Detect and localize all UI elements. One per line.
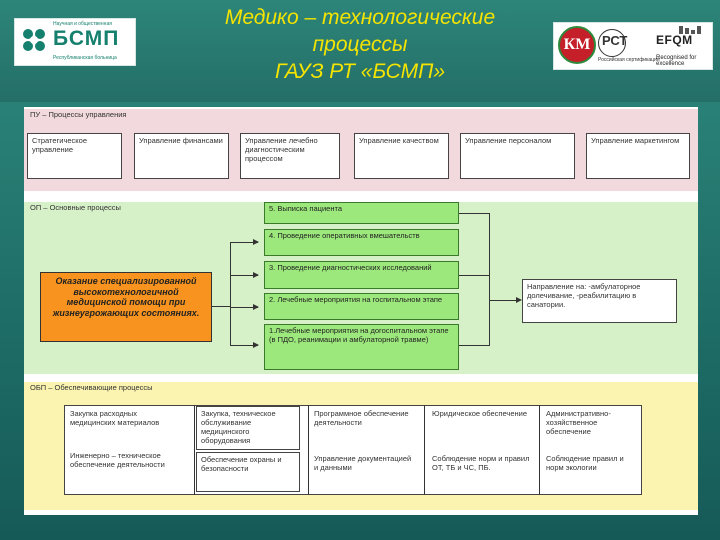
title-line-2: процессы	[312, 33, 408, 56]
support-item: Инженерно – техническое обеспечение деят…	[70, 451, 165, 469]
support-item: Юридическое обеспечение	[432, 409, 527, 418]
core-step-1: 1.Лечебные мероприятия на догоспитальном…	[264, 324, 459, 370]
management-item: Управление качеством	[354, 133, 449, 179]
title-line-1: Медико – технологические	[224, 6, 496, 29]
title-line-3: ГАУЗ РТ «БСМП»	[275, 60, 445, 83]
support-item: Соблюдение правил и норм экологии	[546, 454, 624, 472]
support-item: Административно-хозяйственное обеспечени…	[546, 409, 611, 436]
bars-icon	[679, 26, 709, 34]
support-item: Закупка расходных медицинских материалов	[70, 409, 160, 427]
management-item: Управление финансами	[134, 133, 229, 179]
column-divider	[308, 405, 309, 495]
highlight-box: Оказание специализированной высокотехнол…	[40, 272, 212, 342]
support-item: Программное обеспечение деятельности	[314, 409, 409, 427]
core-step-4: 4. Проведение оперативных вмешательств	[264, 229, 459, 256]
logo-bottom-caption: Республиканская больница	[53, 55, 117, 61]
connector-line	[459, 275, 489, 276]
core-step-3: 3. Проведение диагностических исследован…	[264, 261, 459, 289]
core-step-2: 2. Лечебные мероприятия на госпитальном …	[264, 293, 459, 320]
core-label: ОП – Основные процессы	[30, 203, 121, 212]
efqm-caption: Recognised for excellence	[656, 55, 697, 67]
connector-line	[230, 275, 258, 276]
logo-top-caption: Научная и общественная	[53, 21, 112, 27]
connector-line	[459, 213, 489, 214]
certification-logos: КМ РСТ Российская сертификация EFQM Reco…	[553, 22, 713, 70]
management-item: Управление маркетингом	[586, 133, 690, 179]
support-frame	[64, 405, 642, 495]
arrow-right-icon	[253, 239, 259, 245]
arrow-right-icon	[253, 304, 259, 310]
connector-line	[230, 345, 258, 346]
rst-mark-icon: РСТ	[598, 29, 627, 57]
km-seal-icon: КМ	[558, 26, 596, 64]
cross-logo-icon	[23, 29, 45, 51]
support-item: Управление документацией и данными	[314, 454, 412, 472]
management-item: Управление персоналом	[460, 133, 575, 179]
support-item: Закупка, техническое обслуживание медици…	[196, 406, 300, 450]
arrow-right-icon	[253, 272, 259, 278]
connector-line	[489, 300, 516, 301]
hospital-logo: Научная и общественная БСМП Республиканс…	[14, 18, 136, 66]
column-divider	[424, 405, 425, 495]
management-item: Управление лечебно диагностическим проце…	[240, 133, 340, 179]
referral-box: Направление на: -амбулаторное долечивани…	[522, 279, 677, 323]
connector-line	[212, 306, 230, 307]
connector-line	[230, 307, 258, 308]
process-diagram: ПУ – Процессы управления Стратегическое …	[24, 107, 698, 515]
management-item: Стратегическое управление	[27, 133, 122, 179]
connector-line	[459, 345, 489, 346]
column-divider	[539, 405, 540, 495]
core-step-5: 5. Выписка пациента	[264, 202, 459, 224]
arrow-right-icon	[516, 297, 522, 303]
support-item: Обеспечение охраны и безопасности	[196, 452, 300, 492]
rst-caption: Российская сертификация	[598, 57, 660, 63]
arrow-right-icon	[253, 342, 259, 348]
connector-line	[230, 242, 258, 243]
connector-line	[230, 242, 231, 345]
page-title: Медико – технологические процессы ГАУЗ Р…	[180, 4, 540, 85]
support-label: ОБП – Обеспечивающие процессы	[30, 383, 153, 392]
support-item: Соблюдение норм и правил ОТ, ТБ и ЧС, ПБ…	[432, 454, 530, 472]
logo-brand-text: БСМП	[53, 27, 120, 50]
connector-line	[489, 213, 490, 346]
efqm-logo-text: EFQM	[656, 33, 693, 47]
column-divider	[194, 405, 195, 495]
management-label: ПУ – Процессы управления	[30, 110, 127, 119]
